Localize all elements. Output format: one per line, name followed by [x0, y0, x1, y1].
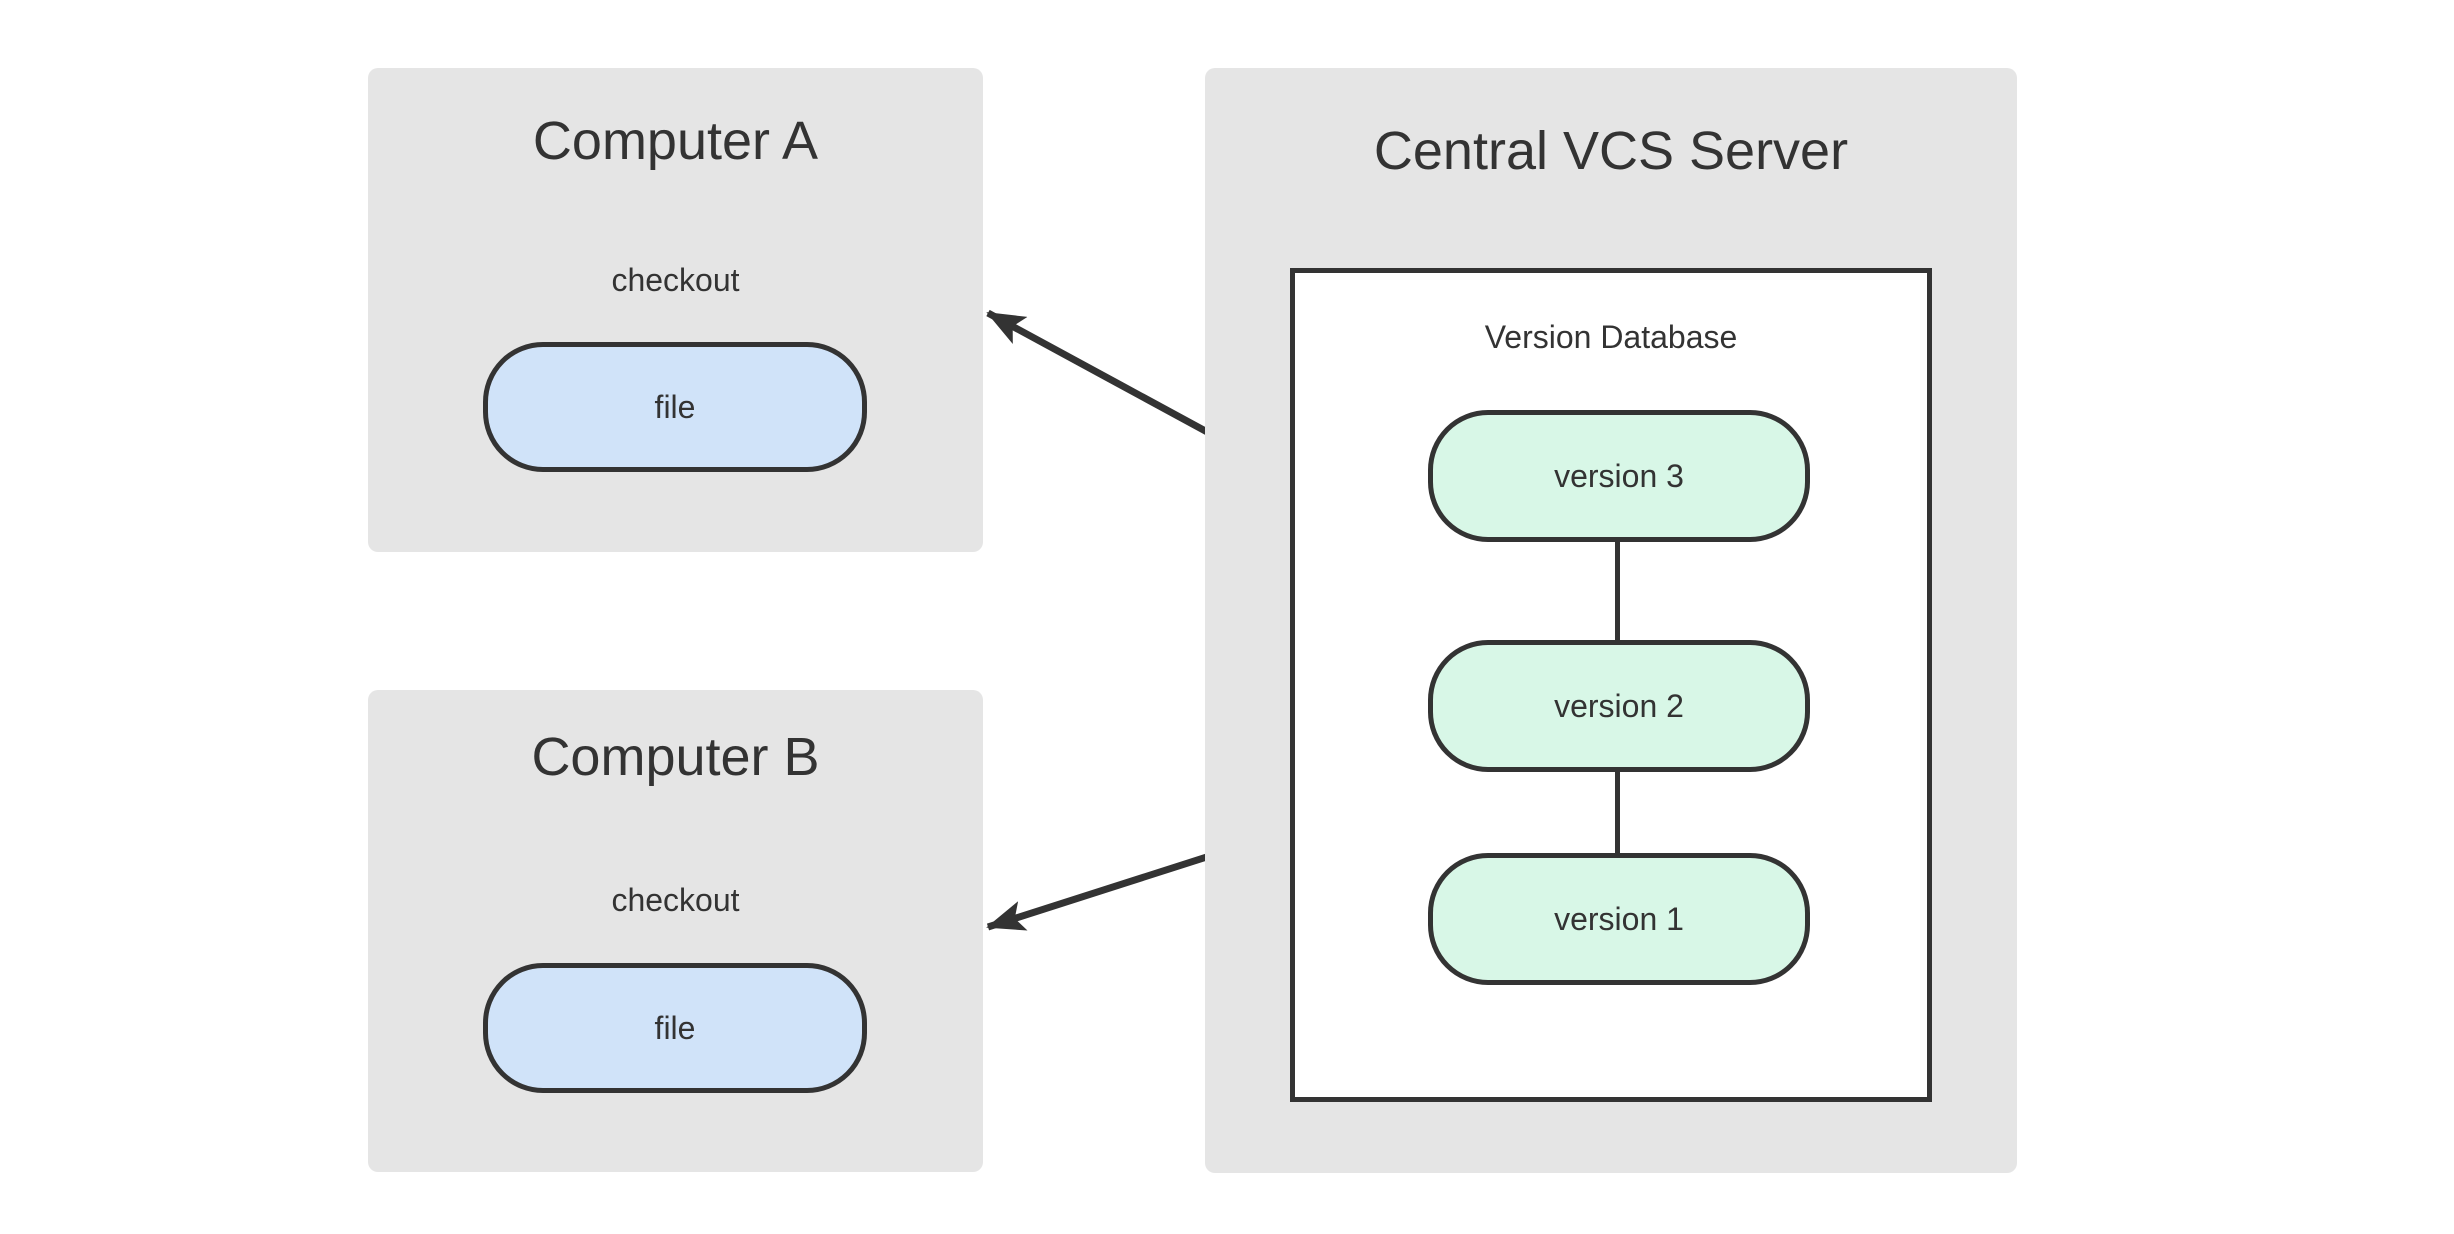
computer-a-file-node-label: file	[654, 389, 696, 425]
version-database-box: Version Database version 3 version 2 ver…	[1290, 268, 1932, 1102]
version-2-node: version 2	[1428, 640, 1810, 772]
computer-b-title: Computer B	[531, 727, 820, 787]
version-3-node-label: version 3	[1554, 458, 1684, 494]
computer-a-file-node: file	[483, 342, 867, 472]
central-vcs-server-panel: Central VCS Server Version Database vers…	[1205, 68, 2017, 1173]
computer-b-checkout-label: checkout	[611, 882, 740, 918]
central-vcs-server-title: Central VCS Server	[1373, 121, 1849, 181]
computer-b-file-node-label: file	[654, 1010, 696, 1046]
computer-a-checkout-label: checkout	[611, 262, 740, 298]
version-database-title: Version Database	[1484, 319, 1738, 355]
version-1-node-label: version 1	[1554, 901, 1684, 937]
version-1-node: version 1	[1428, 853, 1810, 985]
computer-b-panel: Computer B checkout file	[368, 690, 983, 1172]
version-3-2-connector	[1615, 542, 1620, 640]
computer-a-panel: Computer A checkout file	[368, 68, 983, 552]
version-3-node: version 3	[1428, 410, 1810, 542]
version-2-1-connector	[1615, 772, 1620, 853]
computer-a-title: Computer A	[532, 111, 819, 171]
computer-b-file-node: file	[483, 963, 867, 1093]
version-2-node-label: version 2	[1554, 688, 1684, 724]
